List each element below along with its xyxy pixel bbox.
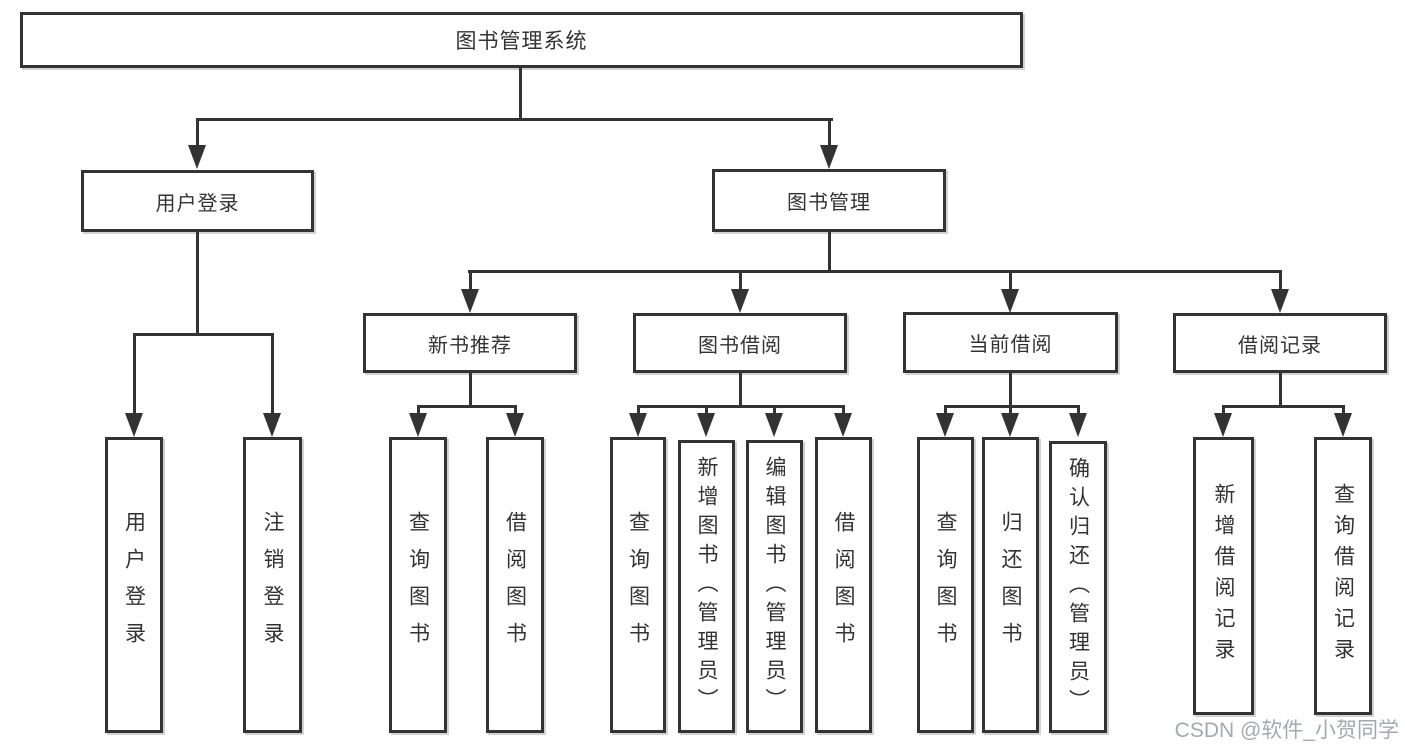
arrowhead-down-icon — [1334, 413, 1352, 437]
leaf-query-books-borrow-label: 查询图书 — [626, 511, 650, 659]
connector-line — [133, 333, 274, 336]
connector-line — [196, 118, 833, 121]
arrowhead-down-icon — [731, 289, 749, 313]
arrowhead-down-icon — [1271, 289, 1289, 313]
node-current-borrow-label: 当前借阅 — [968, 334, 1053, 356]
node-borrow-records: 借阅记录 — [1173, 313, 1387, 373]
leaf-confirm-return-admin: 确认归还（管理员） — [1049, 441, 1107, 733]
leaf-confirm-return-admin-label: 确认归还（管理员） — [1066, 456, 1090, 718]
node-book-management-label: 图书管理 — [787, 192, 871, 214]
arrowhead-down-icon — [125, 413, 143, 437]
leaf-borrow-books-label: 借阅图书 — [832, 511, 855, 659]
connector-line — [1009, 373, 1012, 408]
connector-line — [1077, 405, 1080, 415]
arrowhead-down-icon — [834, 413, 852, 437]
node-current-borrow: 当前借阅 — [903, 312, 1118, 373]
connector-line — [196, 118, 199, 147]
leaf-logout-label: 注销登录 — [261, 511, 284, 659]
connector-line — [773, 405, 776, 415]
connector-line — [842, 405, 845, 415]
connector-line — [469, 373, 472, 408]
connector-line — [468, 270, 1282, 273]
connector-line — [417, 405, 517, 408]
leaf-query-borrow-record-label: 查询借阅记录 — [1331, 483, 1355, 669]
leaf-return-books-label: 归还图书 — [999, 511, 1022, 659]
arrowhead-down-icon — [1069, 413, 1087, 437]
connector-line — [417, 405, 420, 415]
arrowhead-down-icon — [461, 289, 479, 313]
watermark: CSDN @软件_小贺同学 — [1174, 719, 1399, 742]
connector-line — [1009, 405, 1012, 415]
connector-line — [1009, 270, 1012, 291]
connector-line — [1222, 405, 1344, 408]
node-new-book-recommend-label: 新书推荐 — [428, 334, 512, 357]
leaf-add-borrow-record-label: 新增借阅记录 — [1212, 483, 1235, 669]
node-user-login-label: 用户登录 — [155, 192, 240, 215]
connector-line — [1222, 405, 1225, 415]
node-borrow-records-label: 借阅记录 — [1238, 334, 1322, 357]
leaf-add-books-admin: 新增图书（管理员） — [678, 440, 735, 733]
leaf-borrow-books-recommend: 借阅图书 — [486, 437, 544, 733]
arrowhead-down-icon — [506, 413, 524, 437]
leaf-edit-books-admin-label: 编辑图书（管理员） — [763, 456, 786, 717]
arrowhead-down-icon — [765, 413, 783, 437]
leaf-query-books-recommend-label: 查询图书 — [406, 511, 430, 659]
leaf-borrow-books: 借阅图书 — [815, 437, 872, 733]
connector-line — [1342, 405, 1345, 415]
connector-line — [514, 405, 517, 415]
connector-line — [1279, 373, 1282, 408]
arrowhead-down-icon — [629, 413, 647, 437]
connector-line — [637, 405, 640, 415]
connector-line — [1279, 270, 1282, 291]
connector-line — [705, 405, 708, 415]
leaf-add-borrow-record: 新增借阅记录 — [1193, 437, 1254, 715]
leaf-user-login: 用户登录 — [105, 437, 163, 733]
node-book-management: 图书管理 — [712, 169, 946, 232]
arrowhead-down-icon — [1001, 289, 1019, 313]
connector-line — [133, 333, 136, 414]
arrowhead-down-icon — [1001, 413, 1019, 437]
connector-line — [828, 232, 831, 273]
arrowhead-down-icon — [697, 413, 715, 437]
connector-line — [828, 118, 831, 147]
leaf-logout: 注销登录 — [243, 437, 302, 733]
node-root: 图书管理系统 — [20, 12, 1023, 68]
connector-line — [196, 232, 199, 336]
leaf-query-books-recommend: 查询图书 — [389, 437, 447, 733]
connector-line — [271, 333, 274, 414]
leaf-edit-books-admin: 编辑图书（管理员） — [746, 440, 803, 733]
leaf-query-books-borrow: 查询图书 — [610, 437, 666, 733]
connector-line — [519, 68, 522, 120]
node-new-book-recommend: 新书推荐 — [363, 313, 577, 373]
leaf-borrow-books-recommend-label: 借阅图书 — [503, 511, 527, 659]
arrowhead-down-icon — [1214, 413, 1232, 437]
connector-line — [637, 405, 845, 408]
arrowhead-down-icon — [936, 413, 954, 437]
leaf-return-books: 归还图书 — [982, 437, 1039, 733]
node-user-login: 用户登录 — [81, 170, 314, 232]
node-book-borrow-label: 图书借阅 — [698, 334, 782, 357]
leaf-query-books-current: 查询图书 — [917, 437, 974, 733]
arrowhead-down-icon — [263, 413, 281, 437]
leaf-query-books-current-label: 查询图书 — [934, 511, 957, 659]
connector-line — [739, 373, 742, 408]
connector-line — [469, 270, 472, 291]
leaf-add-books-admin-label: 新增图书（管理员） — [695, 456, 718, 717]
arrowhead-down-icon — [188, 145, 206, 169]
connector-line — [739, 270, 742, 291]
node-root-label: 图书管理系统 — [455, 30, 588, 53]
connector-line — [944, 405, 947, 415]
arrowhead-down-icon — [820, 145, 838, 169]
leaf-query-borrow-record: 查询借阅记录 — [1314, 437, 1372, 715]
arrowhead-down-icon — [409, 413, 427, 437]
leaf-user-login-label: 用户登录 — [122, 511, 146, 659]
node-book-borrow: 图书借阅 — [633, 313, 847, 373]
